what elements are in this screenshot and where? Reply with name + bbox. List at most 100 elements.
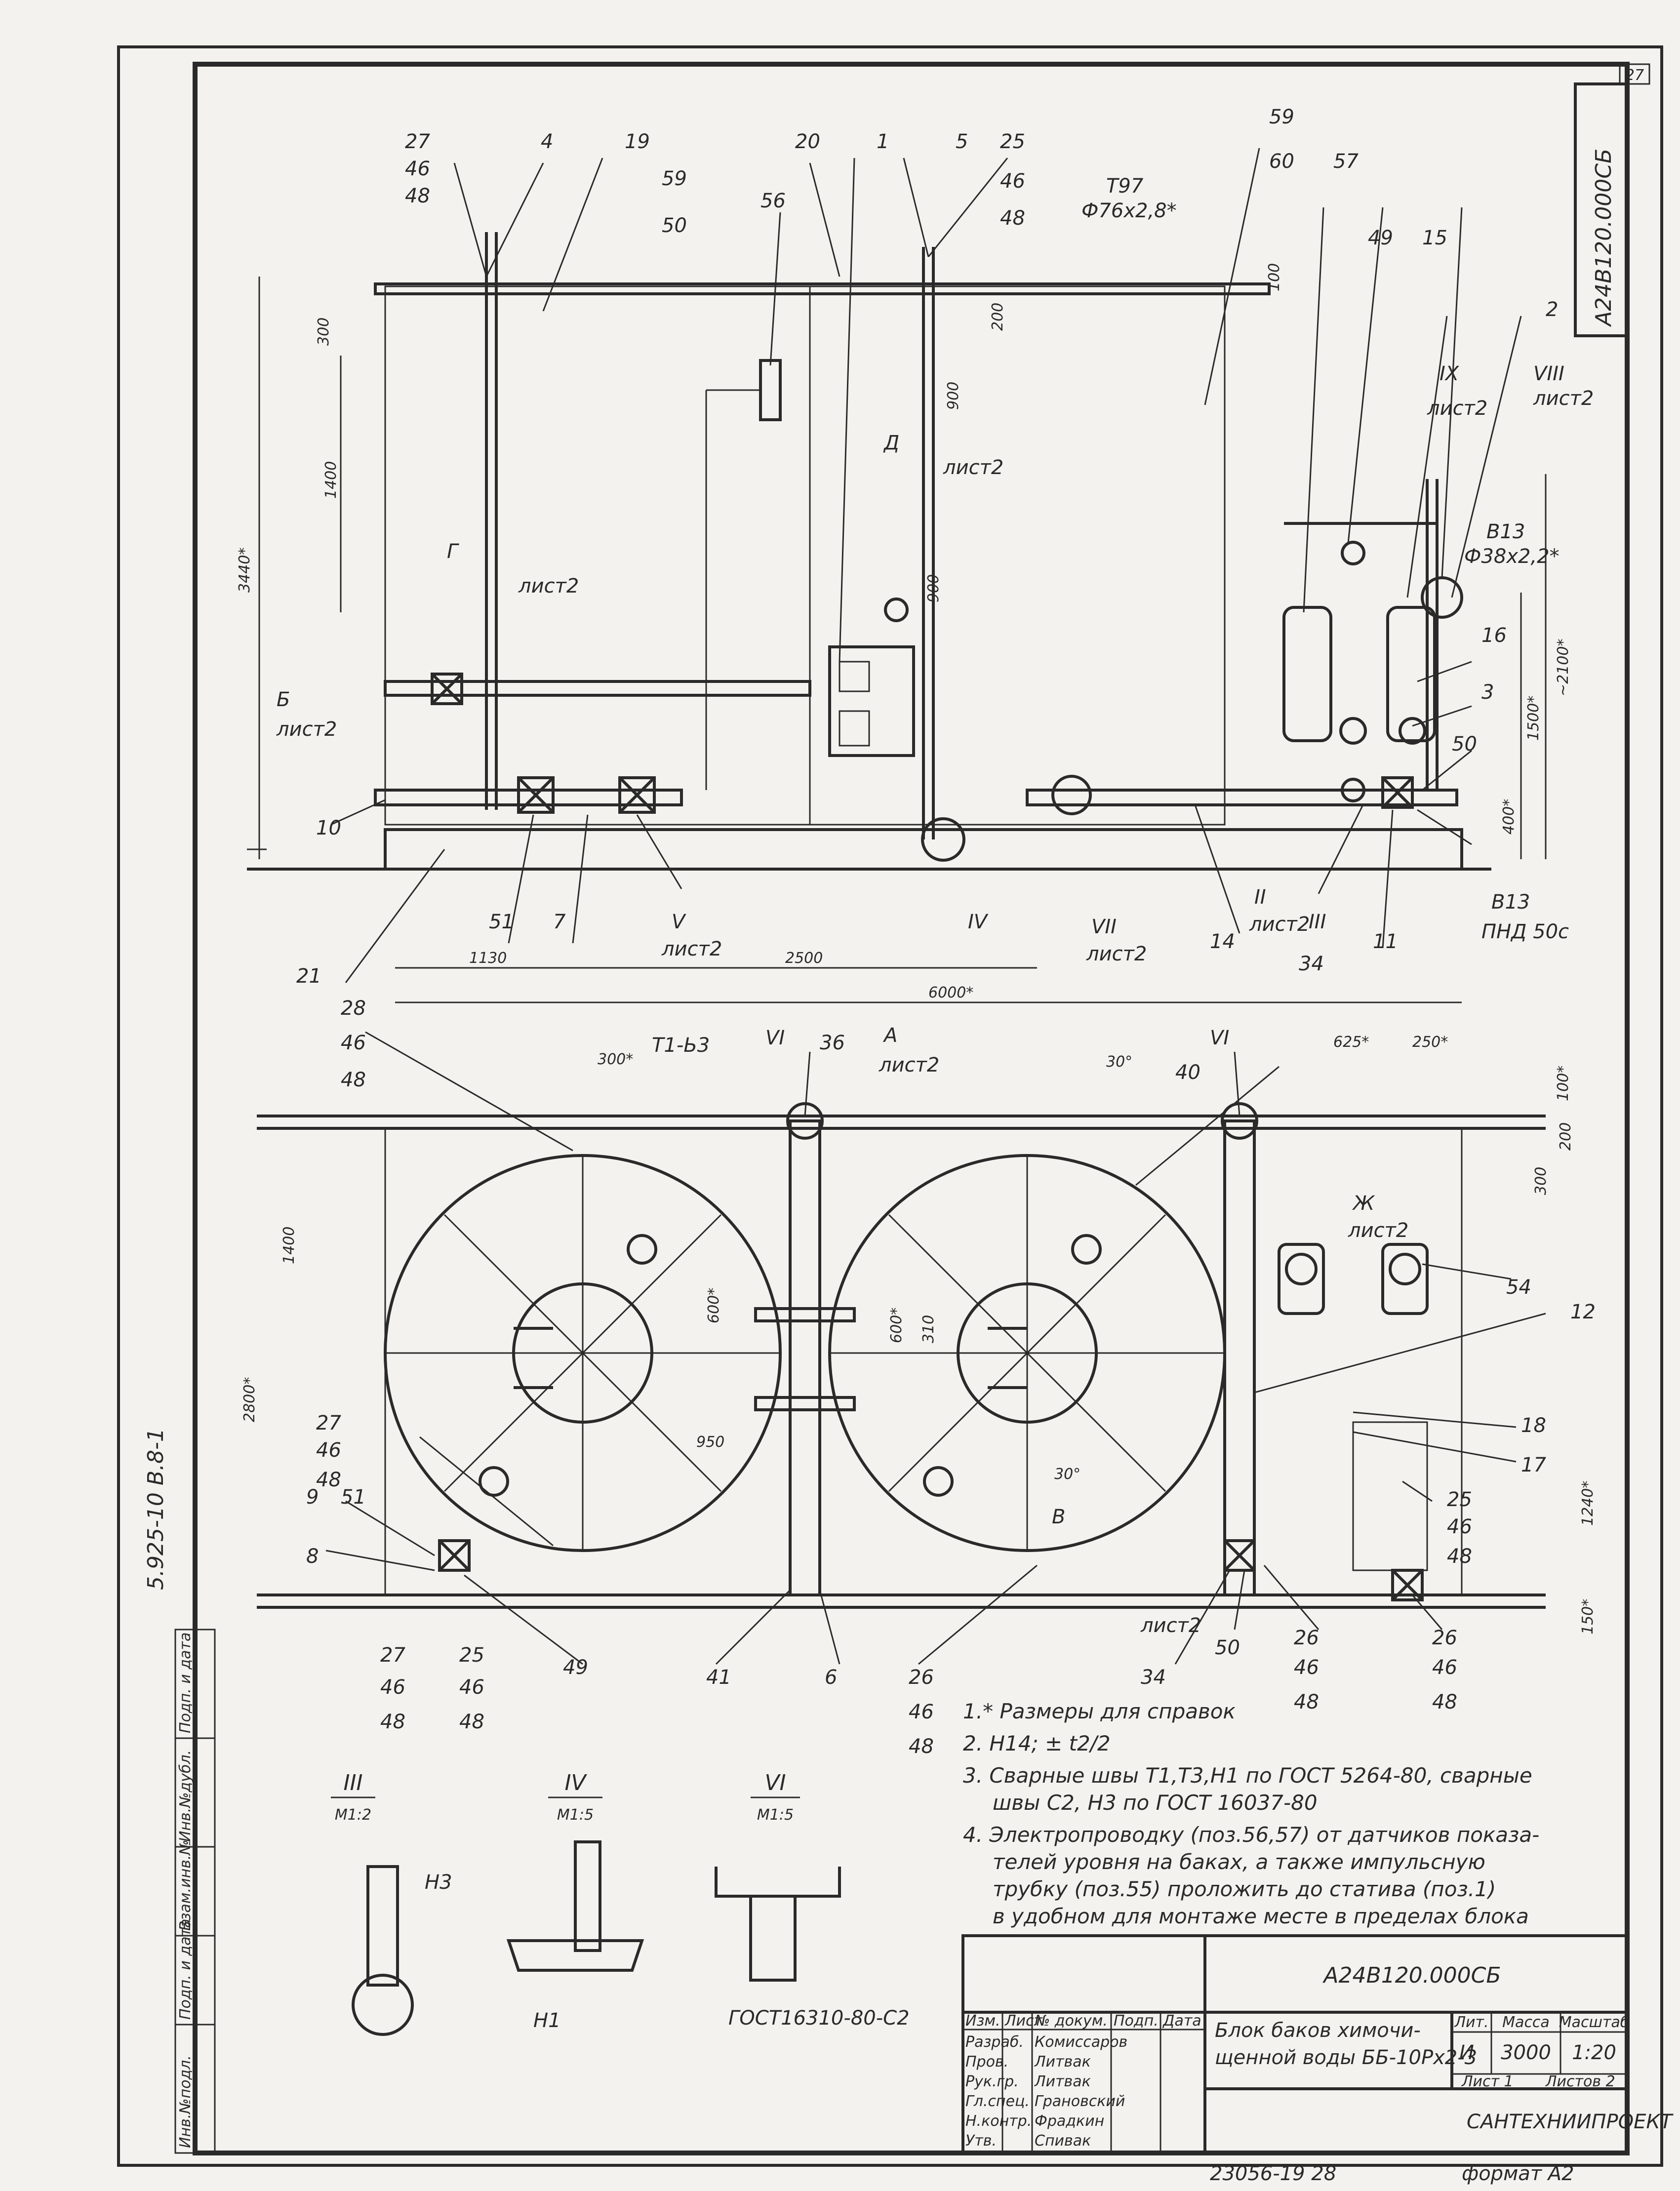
tb-col-izm: Изм. — [965, 2012, 1000, 2030]
plan-dim-30a: 30° — [1106, 1053, 1132, 1071]
plan-callout-28: 28 — [341, 997, 366, 1020]
callout-48b: 48 — [1000, 207, 1025, 230]
pipe-B13b-size: ПНД 50с — [1481, 920, 1569, 943]
callout-19: 19 — [625, 130, 650, 153]
sect-VIII: VIII — [1533, 362, 1564, 385]
tb-name-2: Литвак — [1034, 2073, 1091, 2090]
callout-34: 34 — [1299, 953, 1324, 975]
plan-sect-V-sheet: лист2 — [1140, 1614, 1201, 1637]
outer-frame — [117, 45, 1663, 2167]
dim-6000: 6000* — [928, 984, 973, 1001]
plan-callout-8: 8 — [306, 1545, 319, 1568]
plan-callout-26a: 26 — [909, 1666, 934, 1689]
callout-4: 4 — [541, 130, 553, 153]
margin-col-1: Подп. и дата — [177, 1919, 194, 2020]
plan-callout-48r: 48 — [1447, 1545, 1472, 1568]
dim-900a: 900 — [945, 382, 962, 410]
plan-dim-625: 625* — [1333, 1034, 1369, 1051]
sect-II: II — [1254, 886, 1266, 909]
detail-VI: VI М1:5 ГОСТ16310-80-С2 — [715, 1770, 910, 2030]
plan-callout-48g: 48 — [1432, 1691, 1457, 1713]
margin-col-3: Инв.№дубл. — [177, 1750, 194, 1842]
left-margin-stamp: Инв.№подл. Подп. и дата Взам.инв.№ Инв.№… — [174, 1629, 216, 2154]
callout-50a: 50 — [662, 214, 687, 237]
tb-col-dokum: № докум. — [1034, 2012, 1108, 2030]
sect-V: V — [672, 911, 686, 933]
sect-V-sheet: лист2 — [661, 938, 722, 960]
tb-mass: 3000 — [1501, 2041, 1551, 2064]
plan-callout-17: 17 — [1521, 1454, 1546, 1476]
tb-name-0: Комиссаров — [1035, 2033, 1127, 2051]
plan-dim-100: 100* — [1555, 1066, 1572, 1101]
plan-dim-600b: 600* — [888, 1308, 905, 1343]
callout-46b: 46 — [1000, 170, 1025, 193]
plan-dim-600a: 600* — [705, 1288, 722, 1323]
tb-scale: 1:20 — [1572, 2041, 1616, 2064]
plan-callout-46d: 46 — [459, 1676, 484, 1699]
tb-name-2: щенной воды ББ-10Рх2-3 — [1215, 2046, 1477, 2069]
callout-11: 11 — [1373, 930, 1398, 953]
sect-IX: IX — [1440, 362, 1460, 385]
detail-III: III М1:2 Н3 — [331, 1770, 452, 2036]
plan-callout-46r: 46 — [1447, 1515, 1472, 1538]
pipe-T97-size: Ф76х2,8* — [1081, 199, 1177, 222]
dim-2100: ~2100* — [1555, 639, 1572, 696]
callout-27: 27 — [405, 130, 430, 153]
tb-role-4: Н.контр. — [965, 2112, 1032, 2130]
detail-III-id: III — [344, 1770, 363, 1795]
margin-col-2: Взам.инв.№ — [177, 1839, 194, 1931]
tb-col-list: Лист — [1004, 2012, 1043, 2030]
sect-III: III — [1309, 911, 1326, 933]
detail-IV: IV М1:5 Н1 — [506, 1770, 644, 2032]
sect-VIII-sheet: лист2 — [1533, 387, 1594, 410]
side-code-box — [1574, 82, 1629, 337]
callout-57: 57 — [1333, 150, 1359, 173]
sect-G-sheet: лист2 — [518, 575, 579, 598]
note-4d: в удобном для монтаже месте в пределах б… — [993, 1904, 1529, 1928]
plan-callout-48c: 48 — [380, 1711, 405, 1733]
pipe-B13: В13 — [1486, 520, 1525, 543]
plan-sect-Zh: Ж — [1352, 1192, 1375, 1215]
note-1: 1.* Размеры для справок — [963, 1699, 1236, 1723]
sect-D-sheet: лист2 — [943, 456, 1003, 479]
pipe-B13-size: Ф38х2,2* — [1464, 545, 1560, 568]
plan-callout-48b: 48 — [316, 1469, 341, 1491]
plan-callout-27a: 27 — [316, 1412, 341, 1434]
elevation-view: 27 46 48 4 19 59 50 56 20 1 5 25 46 48 5… — [236, 106, 1594, 1003]
tb-sheet: Лист 1 — [1461, 2073, 1514, 2090]
plan-callout-46g: 46 — [1432, 1656, 1457, 1679]
callout-51: 51 — [489, 911, 514, 933]
dim-200: 200 — [989, 303, 1006, 331]
callout-10: 10 — [316, 817, 341, 839]
tb-role-2: Рук.гр. — [965, 2073, 1019, 2090]
plan-callout-25r: 25 — [1447, 1488, 1472, 1511]
detail-VI-mark: ГОСТ16310-80-С2 — [728, 2007, 910, 2030]
plan-dim-950: 950 — [696, 1434, 724, 1451]
plan-dim-30b: 30° — [1054, 1466, 1080, 1483]
callout-16: 16 — [1481, 624, 1507, 647]
dim-900b: 900 — [925, 574, 942, 602]
tb-col-data: Дата — [1162, 2012, 1201, 2030]
plan-callout-54: 54 — [1506, 1276, 1531, 1299]
callout-56: 56 — [760, 190, 786, 212]
detail-IV-id: IV — [564, 1770, 587, 1795]
plan-sect-Zh-sheet: лист2 — [1348, 1219, 1408, 1242]
callout-25: 25 — [1000, 130, 1025, 153]
plan-pipe-T1: Т1-Ь3 — [652, 1034, 710, 1057]
tb-lit: И — [1459, 2041, 1474, 2064]
detail-III-mark: Н3 — [425, 1871, 452, 1894]
plan-callout-9: 9 — [306, 1486, 319, 1509]
tb-name-1: Блок баков химочи- — [1215, 2019, 1421, 2042]
plan-dim-200: 200 — [1557, 1122, 1574, 1151]
pipe-T97: Т97 — [1106, 175, 1144, 198]
sect-B: Б — [277, 688, 290, 711]
callout-50b: 50 — [1452, 733, 1477, 756]
plan-sect-A-sheet: лист2 — [879, 1054, 939, 1076]
callout-3: 3 — [1481, 681, 1494, 704]
tb-name-3: Грановский — [1035, 2093, 1125, 2110]
sect-IV: IV — [968, 911, 989, 933]
plan-sect-V: В — [1052, 1506, 1065, 1528]
sect-D: Д — [883, 432, 899, 454]
